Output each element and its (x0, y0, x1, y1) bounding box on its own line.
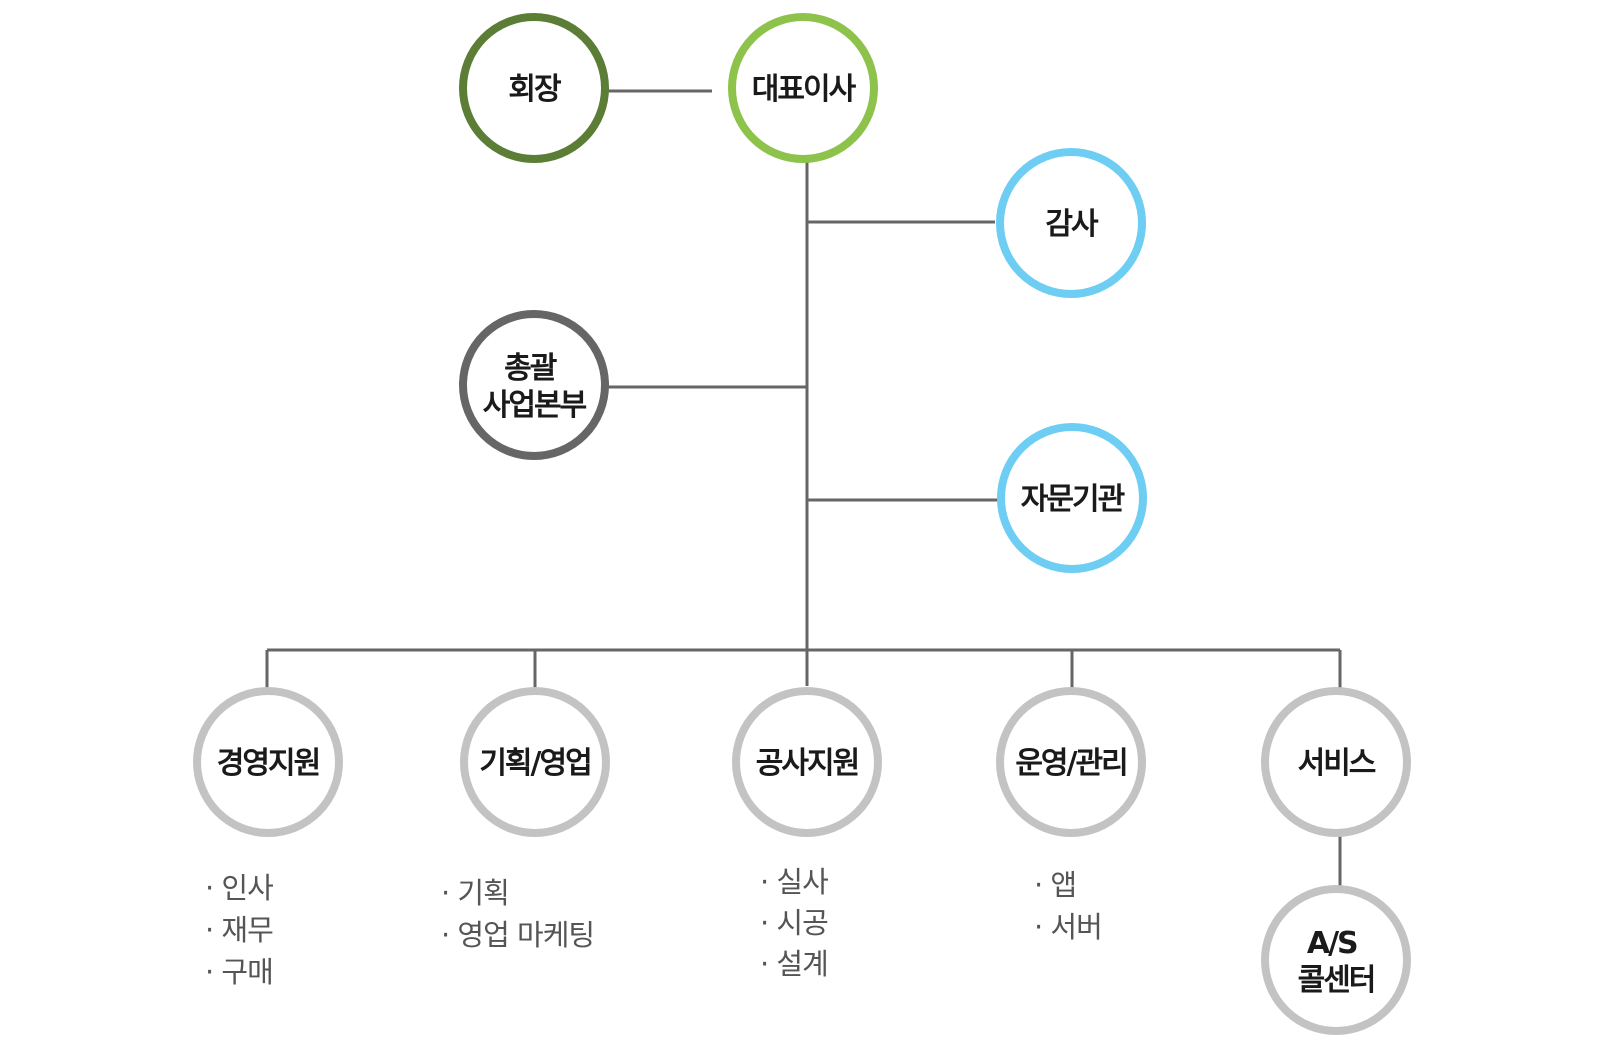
node-as-center-label-line-2: 콜센터 (1298, 963, 1375, 998)
node-audit-ring (996, 148, 1146, 298)
duty-item: · 구매 (205, 955, 273, 989)
node-advisory: 자문기관 (997, 423, 1147, 573)
duty-item: · 재무 (205, 913, 273, 947)
node-operations-ring (996, 687, 1146, 837)
duties-operations: · 앱 · 서버 (1034, 868, 1103, 944)
node-management-support-ring (193, 687, 343, 837)
duties-management-support: · 인사 · 재무 · 구매 (205, 871, 274, 989)
node-ceo-label: 대표이사 (752, 72, 857, 107)
node-advisory-label: 자문기관 (1021, 482, 1125, 517)
node-hq-label: 총괄 사업본부 (483, 351, 587, 423)
node-construction-support-ring (732, 687, 882, 837)
node-hq-label-line-1: 총괄 (504, 351, 557, 386)
duties-construction-support: · 실사 · 시공 · 설계 (760, 865, 829, 981)
node-service-label: 서비스 (1298, 746, 1376, 781)
node-management-support: 경영지원 (193, 687, 343, 837)
node-planning-sales: 기획/영업 (460, 687, 610, 837)
node-hq: 총괄 사업본부 (459, 310, 609, 460)
node-chairman: 회장 (459, 13, 609, 163)
duty-item: · 기획 (441, 876, 509, 910)
duties-planning-sales: · 기획 · 영업 마케팅 (441, 876, 595, 952)
node-service: 서비스 (1261, 687, 1411, 837)
node-audit: 감사 (996, 148, 1146, 298)
node-as-center: A/S 콜센터 (1261, 885, 1411, 1035)
node-planning-sales-ring (460, 687, 610, 837)
duty-item: · 시공 (760, 906, 828, 940)
node-chairman-label: 회장 (508, 72, 562, 107)
duty-item: · 실사 (760, 865, 828, 899)
node-chairman-ring (459, 13, 609, 163)
node-ceo: 대표이사 (728, 13, 878, 163)
node-as-center-label-line-1: A/S (1307, 926, 1357, 961)
node-hq-label-line-2: 사업본부 (483, 388, 587, 423)
node-construction-support: 공사지원 (732, 687, 882, 837)
node-operations: 운영/관리 (996, 687, 1146, 837)
node-management-support-label: 경영지원 (217, 746, 319, 781)
node-ceo-ring (728, 13, 878, 163)
node-hq-ring (459, 310, 609, 460)
node-planning-sales-label: 기획/영업 (479, 746, 590, 781)
node-construction-support-label: 공사지원 (756, 746, 858, 781)
node-advisory-ring (997, 423, 1147, 573)
node-as-center-ring (1261, 885, 1411, 1035)
node-as-center-label: A/S 콜센터 (1298, 926, 1375, 998)
node-operations-label: 운영/관리 (1015, 746, 1126, 781)
duty-item: · 앱 (1034, 868, 1076, 902)
duty-item: · 서버 (1034, 910, 1102, 944)
connectors (265, 89, 1342, 888)
node-audit-label: 감사 (1045, 207, 1099, 242)
node-service-ring (1261, 687, 1411, 837)
duty-item: · 설계 (760, 947, 828, 981)
duty-item: · 인사 (205, 871, 273, 905)
duty-item: · 영업 마케팅 (441, 918, 594, 952)
